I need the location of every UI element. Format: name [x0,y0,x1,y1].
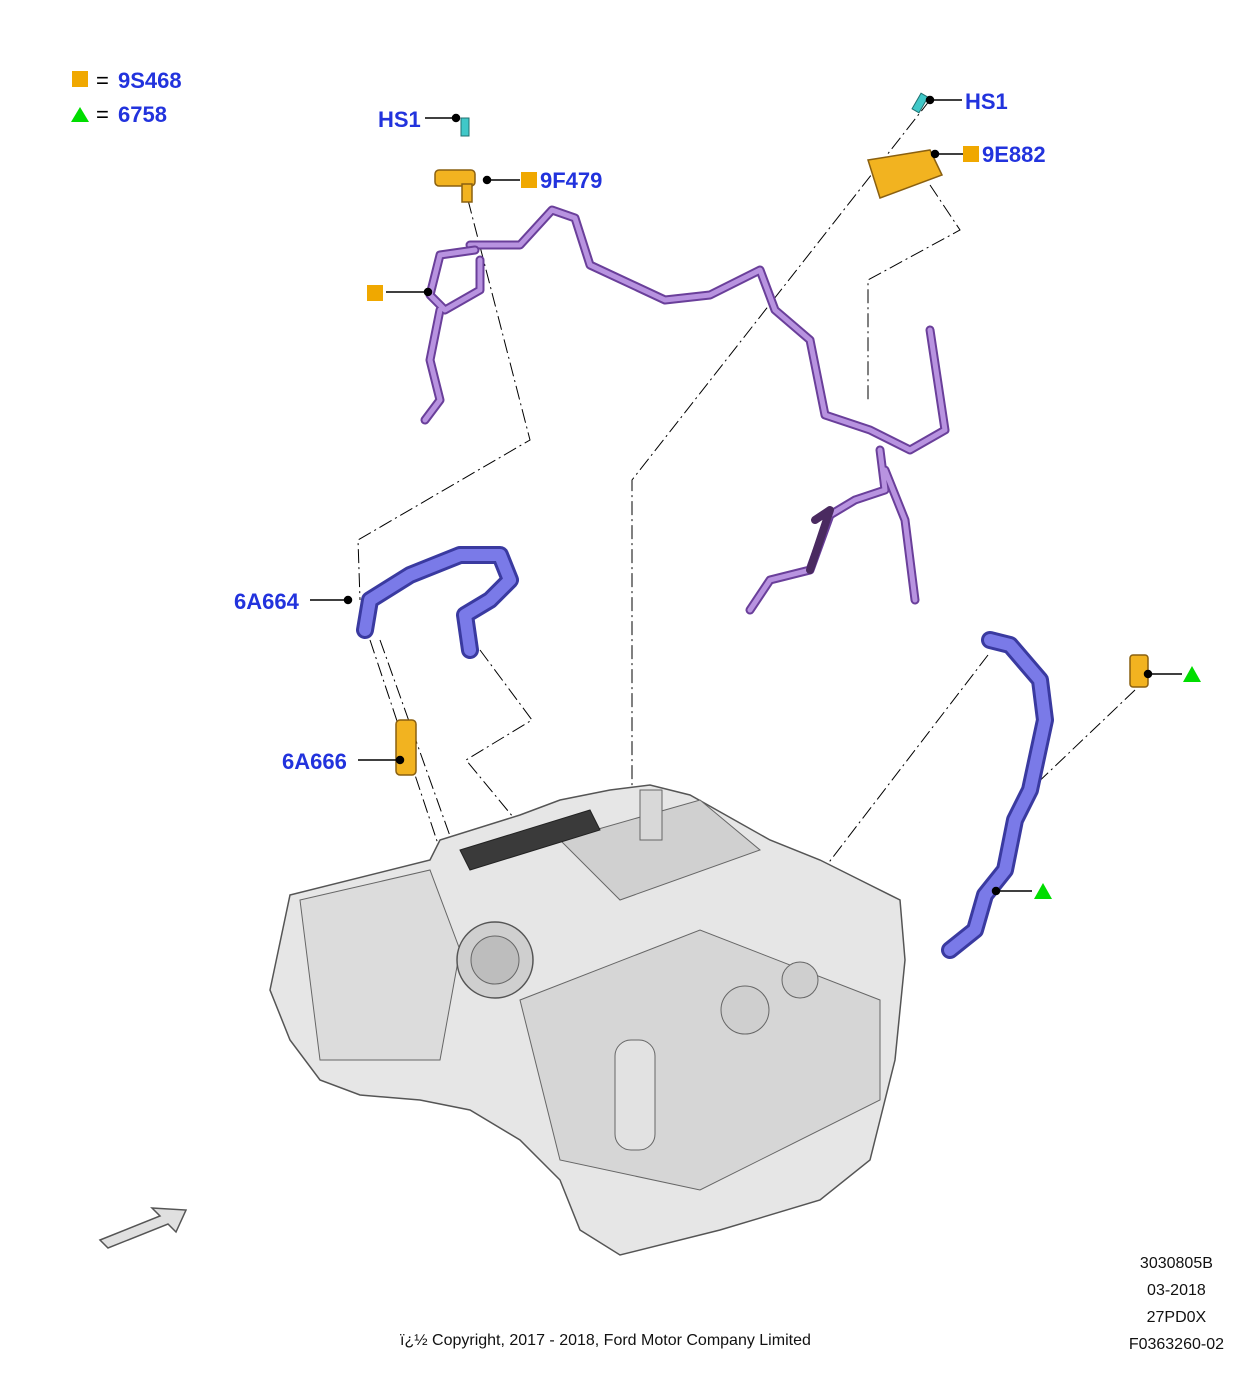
clip-icon [911,92,929,114]
legend-equals: = [96,102,109,127]
sensor-9f479 [434,169,476,187]
triangle-symbol-icon [71,107,89,122]
square-symbol-icon [963,146,979,162]
legend-code-triangle: 6758 [118,102,167,127]
legend-code-square: 9S468 [118,68,182,93]
callout-hs1-left: HS1 [378,107,421,132]
callout-9e882: 9E882 [982,142,1046,167]
diagram-meta: 3030805B 03-2018 27PD0X F0363260-02 [1129,1250,1224,1358]
assembly-lines [357,99,1136,976]
clips [460,92,929,137]
triangle-symbol-icon [1034,883,1052,899]
sensors [395,149,1149,776]
callout-6a666: 6A666 [282,749,347,774]
triangle-symbol-icon [1183,666,1201,682]
legend: = 9S468 = 6758 [71,68,182,127]
engine-block [98,784,906,1256]
direction-arrow-icon [98,1207,188,1249]
solenoid-9e882 [867,149,944,199]
callout-symbols [367,146,1201,899]
callout-labels: HS1 HS1 9F479 9E882 6A664 6A666 [234,89,1046,774]
callout-6a664: 6A664 [234,589,300,614]
meta-line: F0363260-02 [1128,1336,1224,1353]
square-symbol-icon [72,71,88,87]
callout-leaders [310,95,1182,896]
legend-equals: = [96,68,109,93]
callout-9f479: 9F479 [540,168,602,193]
meta-line: 27PD0X [1146,1309,1207,1326]
clip-icon [460,117,470,137]
square-symbol-icon [521,172,537,188]
square-symbol-icon [367,285,383,301]
callout-hs1-right: HS1 [965,89,1008,114]
meta-line: 3030805B [1139,1255,1213,1272]
sensor-6a666 [395,719,417,776]
copyright-text: ï¿½ Copyright, 2017 - 2018, Ford Motor C… [400,1332,811,1349]
hoses [356,546,1054,959]
wiring-harness [420,205,950,615]
meta-line: 03-2018 [1147,1282,1206,1299]
